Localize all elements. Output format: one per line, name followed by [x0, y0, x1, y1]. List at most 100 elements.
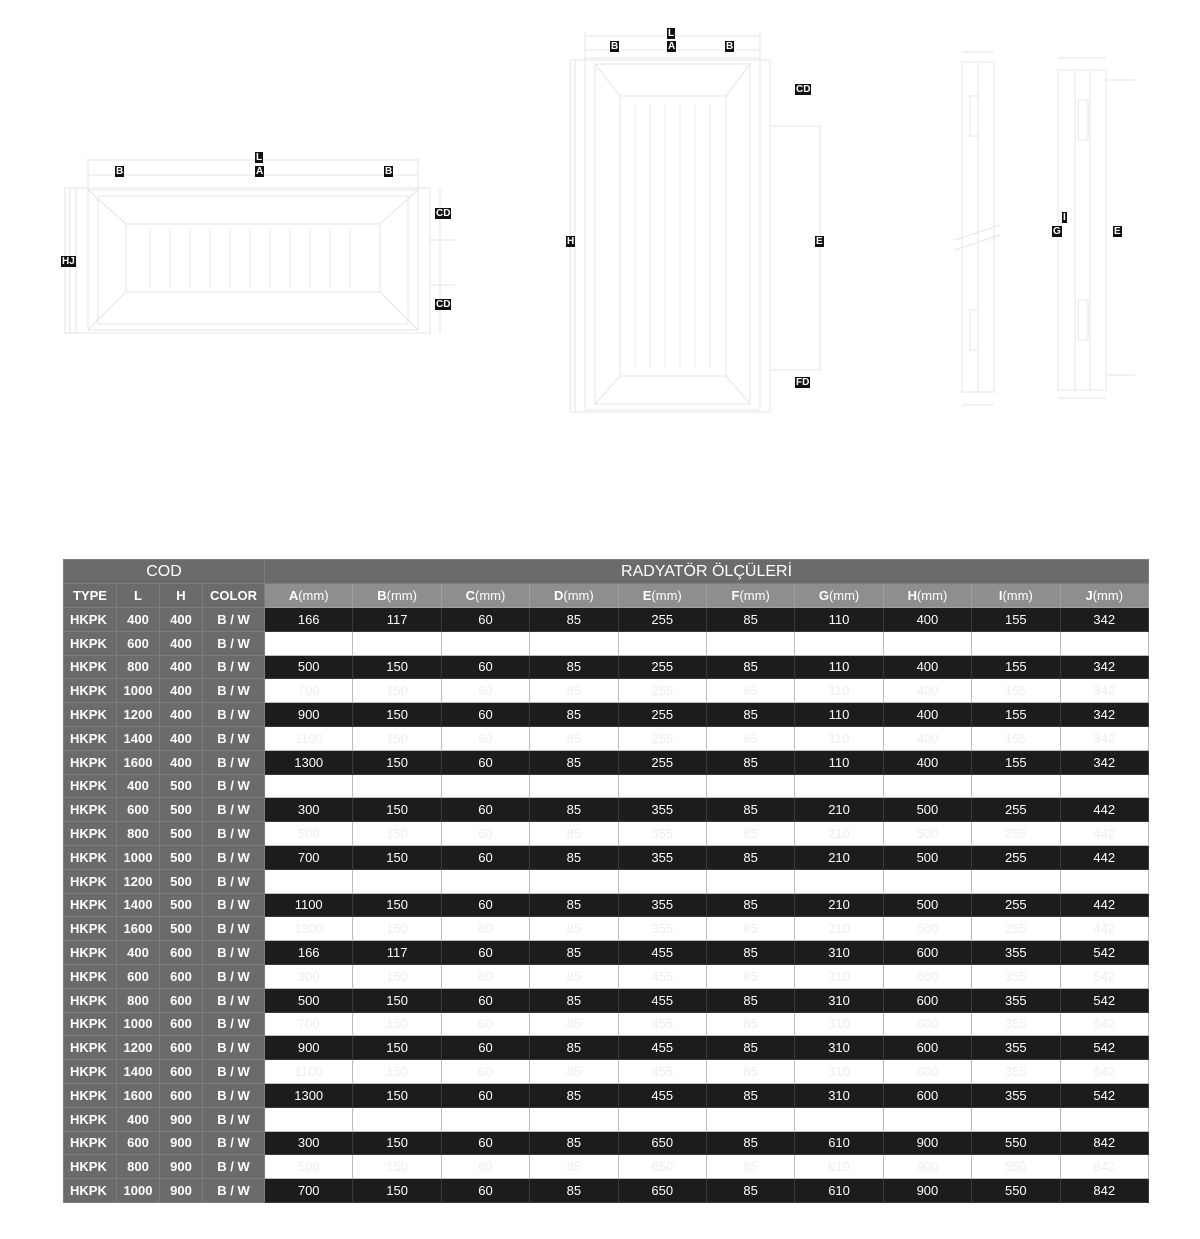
column-unit: (mm) — [739, 588, 770, 603]
cell-e — [617, 868, 707, 894]
cell-e: 255 — [617, 678, 707, 704]
cell-color: B / W — [202, 749, 265, 775]
cell-height: 600 — [159, 1059, 203, 1084]
cell-length: 1400 — [116, 1059, 160, 1084]
cell-f — [705, 773, 796, 799]
cell-type: HKPK — [63, 797, 117, 823]
cell-height: 900 — [159, 1106, 203, 1132]
cell-length: 1200 — [116, 702, 160, 727]
cell-i: 255 — [971, 892, 1061, 918]
cell-e — [617, 630, 707, 656]
column-unit: (mm) — [475, 588, 506, 603]
cell-h: 400 — [882, 749, 973, 775]
cell-b: 150 — [352, 702, 442, 727]
cell-c: 60 — [440, 1011, 531, 1037]
cell-e: 455 — [617, 987, 707, 1013]
cell-j: 842 — [1059, 1154, 1150, 1180]
cell-color: B / W — [202, 1154, 265, 1180]
cell-length: 1000 — [116, 678, 160, 704]
cell-i: 155 — [971, 654, 1061, 680]
cell-e — [617, 773, 707, 799]
cell-i: 550 — [971, 1130, 1061, 1156]
cell-e: 255 — [617, 702, 707, 727]
cell-f: 85 — [705, 821, 796, 846]
cell-d: 85 — [529, 987, 619, 1013]
cell-f: 85 — [705, 749, 796, 775]
cell-f — [705, 868, 796, 894]
cell-i — [971, 773, 1061, 799]
cell-h — [882, 630, 973, 656]
cell-h: 600 — [882, 940, 973, 965]
cell-type: HKPK — [63, 940, 117, 965]
cell-h: 500 — [882, 844, 973, 870]
cell-height: 500 — [159, 868, 203, 894]
cell-d — [529, 868, 619, 894]
cell-b: 150 — [352, 916, 442, 942]
label-vert-L: L — [667, 28, 676, 39]
cell-c: 60 — [440, 678, 531, 704]
cell-g: 310 — [794, 1059, 884, 1084]
cell-color: B / W — [202, 1178, 265, 1203]
cell-c: 60 — [440, 1082, 531, 1108]
cell-b: 150 — [352, 963, 442, 989]
cell-height: 600 — [159, 1082, 203, 1108]
cell-type: HKPK — [63, 916, 117, 942]
cell-color: B / W — [202, 702, 265, 727]
column-header-a: A(mm) — [263, 583, 354, 608]
cell-f: 85 — [705, 1082, 796, 1108]
cell-b: 150 — [352, 1082, 442, 1108]
cell-b: 150 — [352, 797, 442, 823]
cell-g: 310 — [794, 940, 884, 965]
cell-h: 500 — [882, 916, 973, 942]
cell-type: HKPK — [63, 1082, 117, 1108]
cell-e: 650 — [617, 1154, 707, 1180]
cell-g: 110 — [794, 607, 884, 632]
label-vert-CD: CD — [795, 84, 812, 95]
cell-type: HKPK — [63, 1059, 117, 1084]
label-vert-B-left: B — [610, 41, 620, 52]
cell-f: 85 — [705, 797, 796, 823]
cell-height: 600 — [159, 1035, 203, 1061]
cell-f: 85 — [705, 1059, 796, 1084]
cell-c — [440, 773, 531, 799]
cell-h: 500 — [882, 821, 973, 846]
cell-d: 85 — [529, 1035, 619, 1061]
cell-b — [352, 773, 442, 799]
cell-height: 400 — [159, 630, 203, 656]
cell-c: 60 — [440, 1178, 531, 1203]
cell-b: 150 — [352, 1035, 442, 1061]
cell-h: 900 — [882, 1154, 973, 1180]
drawing-lines — [64, 32, 1135, 413]
cell-e: 255 — [617, 749, 707, 775]
cell-c: 60 — [440, 987, 531, 1013]
cell-length: 400 — [116, 607, 160, 632]
label-vert-FD: FD — [795, 377, 811, 388]
cell-c: 60 — [440, 1035, 531, 1061]
cell-color: B / W — [202, 607, 265, 632]
cell-j: 442 — [1059, 916, 1150, 942]
cell-a: 900 — [263, 702, 354, 727]
cell-color: B / W — [202, 987, 265, 1013]
cell-type: HKPK — [63, 654, 117, 680]
cell-f: 85 — [705, 1035, 796, 1061]
cell-f: 85 — [705, 963, 796, 989]
cell-type: HKPK — [63, 725, 117, 751]
cell-c — [440, 868, 531, 894]
cell-h: 400 — [882, 725, 973, 751]
cell-b — [352, 868, 442, 894]
cell-length: 1600 — [116, 916, 160, 942]
cell-j: 342 — [1059, 654, 1150, 680]
column-header-h: H — [159, 583, 203, 608]
cell-b: 150 — [352, 1178, 442, 1203]
cell-b: 150 — [352, 654, 442, 680]
cell-a: 700 — [263, 1011, 354, 1037]
cell-g: 110 — [794, 678, 884, 704]
